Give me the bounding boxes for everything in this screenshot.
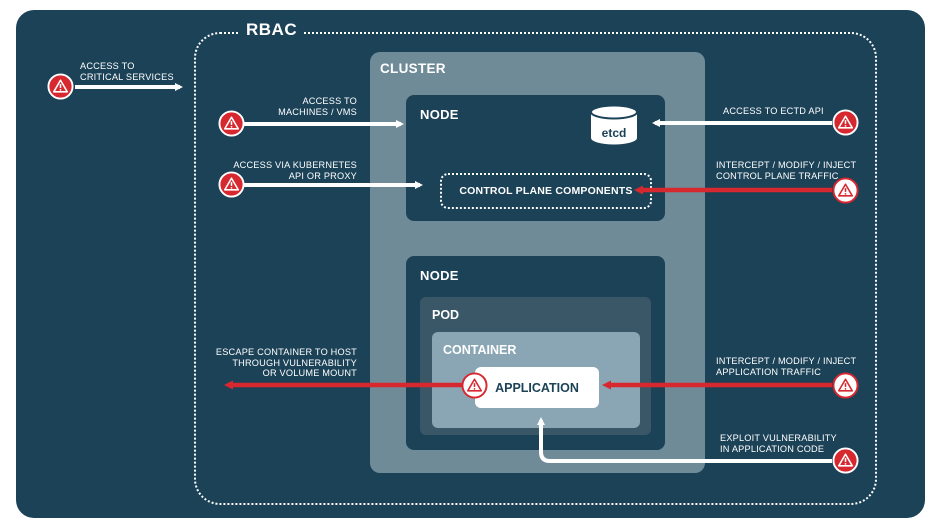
control-plane-label: CONTROL PLANE COMPONENTS (459, 185, 633, 197)
rbac-boundary (194, 32, 877, 505)
label-exploit: EXPLOIT VULNERABILITY IN APPLICATION COD… (720, 433, 837, 454)
warning-triangle-icon (832, 372, 859, 399)
pod-title: POD (432, 308, 460, 322)
etcd-database-icon: etcd (590, 104, 638, 145)
warning-triangle-icon (832, 177, 859, 204)
warning-triangle-icon (832, 447, 859, 474)
arrow-exploit (537, 417, 832, 463)
label-k8s-api: ACCESS VIA KUBERNETES API OR PROXY (233, 160, 357, 181)
node-bottom-title: NODE (420, 268, 459, 283)
application-label: APPLICATION (495, 380, 579, 395)
container-title: CONTAINER (443, 343, 517, 357)
warning-triangle-icon (47, 73, 74, 100)
rbac-title: RBAC (240, 20, 304, 40)
application-box: APPLICATION (475, 367, 599, 408)
label-critical-services: ACCESS TO CRITICAL SERVICES (80, 61, 174, 82)
cluster-title: CLUSTER (380, 61, 446, 76)
warning-triangle-icon (218, 171, 245, 198)
label-control-traffic: INTERCEPT / MODIFY / INJECT CONTROL PLAN… (716, 160, 857, 181)
label-machines: ACCESS TO MACHINES / VMS (278, 96, 357, 117)
warning-triangle-icon (832, 109, 859, 136)
etcd-label: etcd (602, 126, 627, 140)
warning-triangle-icon (218, 110, 245, 137)
label-app-traffic: INTERCEPT / MODIFY / INJECT APPLICATION … (716, 356, 857, 377)
node-top-title: NODE (420, 107, 459, 122)
label-escape: ESCAPE CONTAINER TO HOST THROUGH VULNERA… (215, 347, 357, 378)
label-etcd-api: ACCESS TO ECTD API (723, 106, 824, 116)
warning-triangle-icon (461, 372, 488, 399)
